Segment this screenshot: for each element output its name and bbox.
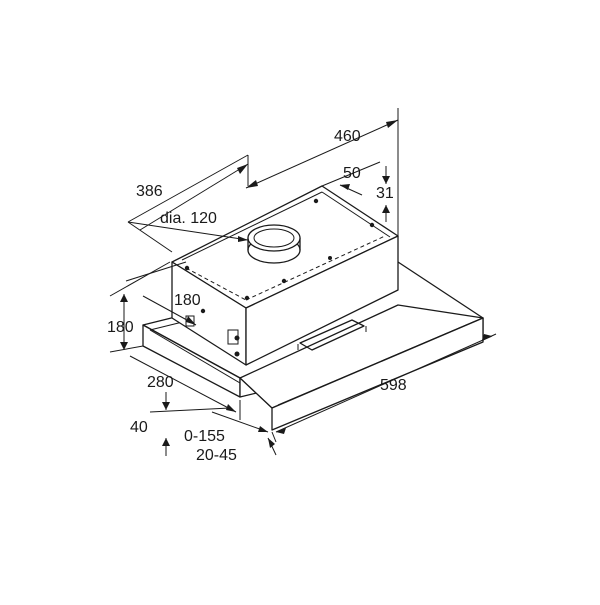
motor-housing (171, 185, 399, 366)
dim-180-inner-label: 180 (174, 292, 201, 309)
pull-out-visor (239, 304, 484, 431)
dim-386-label: 386 (136, 183, 163, 200)
dim-duct-label: dia. 120 (160, 210, 217, 227)
dim-598-label: 598 (380, 377, 407, 394)
dim-40-label: 40 (130, 419, 148, 436)
dim-180-outer-label: 180 (107, 319, 134, 336)
dim-31-label: 31 (376, 185, 394, 202)
dim-front-offset-label: 20-45 (196, 447, 237, 464)
duct-collar (247, 224, 301, 264)
dim-460-label: 460 (334, 128, 361, 145)
dim-extension-label: 0-155 (184, 428, 225, 445)
dim-50-label: 50 (343, 165, 361, 182)
dim-280-label: 280 (147, 374, 174, 391)
dimension-lines (109, 108, 497, 456)
